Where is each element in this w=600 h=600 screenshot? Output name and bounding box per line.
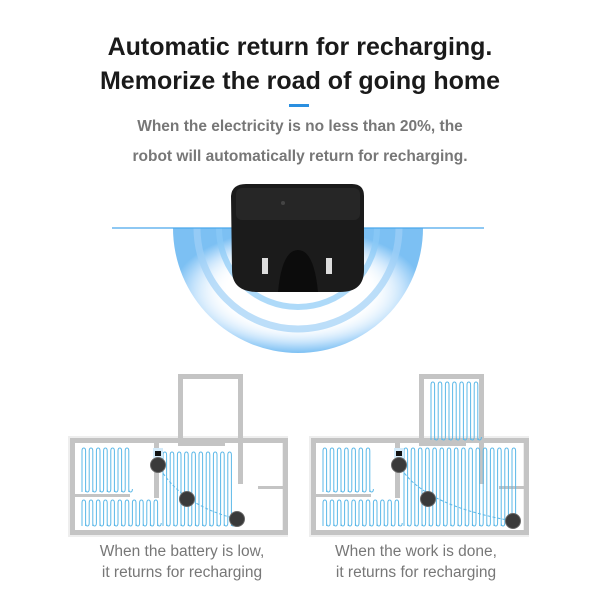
- robot-icon: [505, 513, 521, 529]
- robot-icon: [391, 457, 407, 473]
- robot-icon: [179, 491, 195, 507]
- heading-line-1: Automatic return for recharging.: [107, 33, 493, 61]
- charging-dock-icon: [231, 184, 364, 292]
- robot-icon: [150, 457, 166, 473]
- floorplan-work-done: [309, 374, 529, 537]
- subtitle-line-2: robot will automatically return for rech…: [132, 148, 468, 165]
- robot-icon: [420, 491, 436, 507]
- caption-line: it returns for recharging: [101, 564, 263, 581]
- caption-work-done: When the work is done, it returns for re…: [296, 541, 536, 583]
- caption-line: it returns for recharging: [335, 564, 497, 581]
- heading-line-2: Memorize the road of going home: [99, 67, 500, 95]
- dock-icon: [396, 451, 402, 456]
- subtitle-line-1: When the electricity is no less than 20%…: [137, 118, 463, 135]
- floorplan-battery-low: [68, 374, 288, 537]
- dock-icon: [155, 451, 161, 456]
- accent-divider: [289, 104, 309, 107]
- caption-line: When the work is done,: [335, 543, 497, 560]
- caption-battery-low: When the battery is low, it returns for …: [62, 541, 302, 583]
- caption-line: When the battery is low,: [99, 543, 265, 560]
- robot-icon: [229, 511, 245, 527]
